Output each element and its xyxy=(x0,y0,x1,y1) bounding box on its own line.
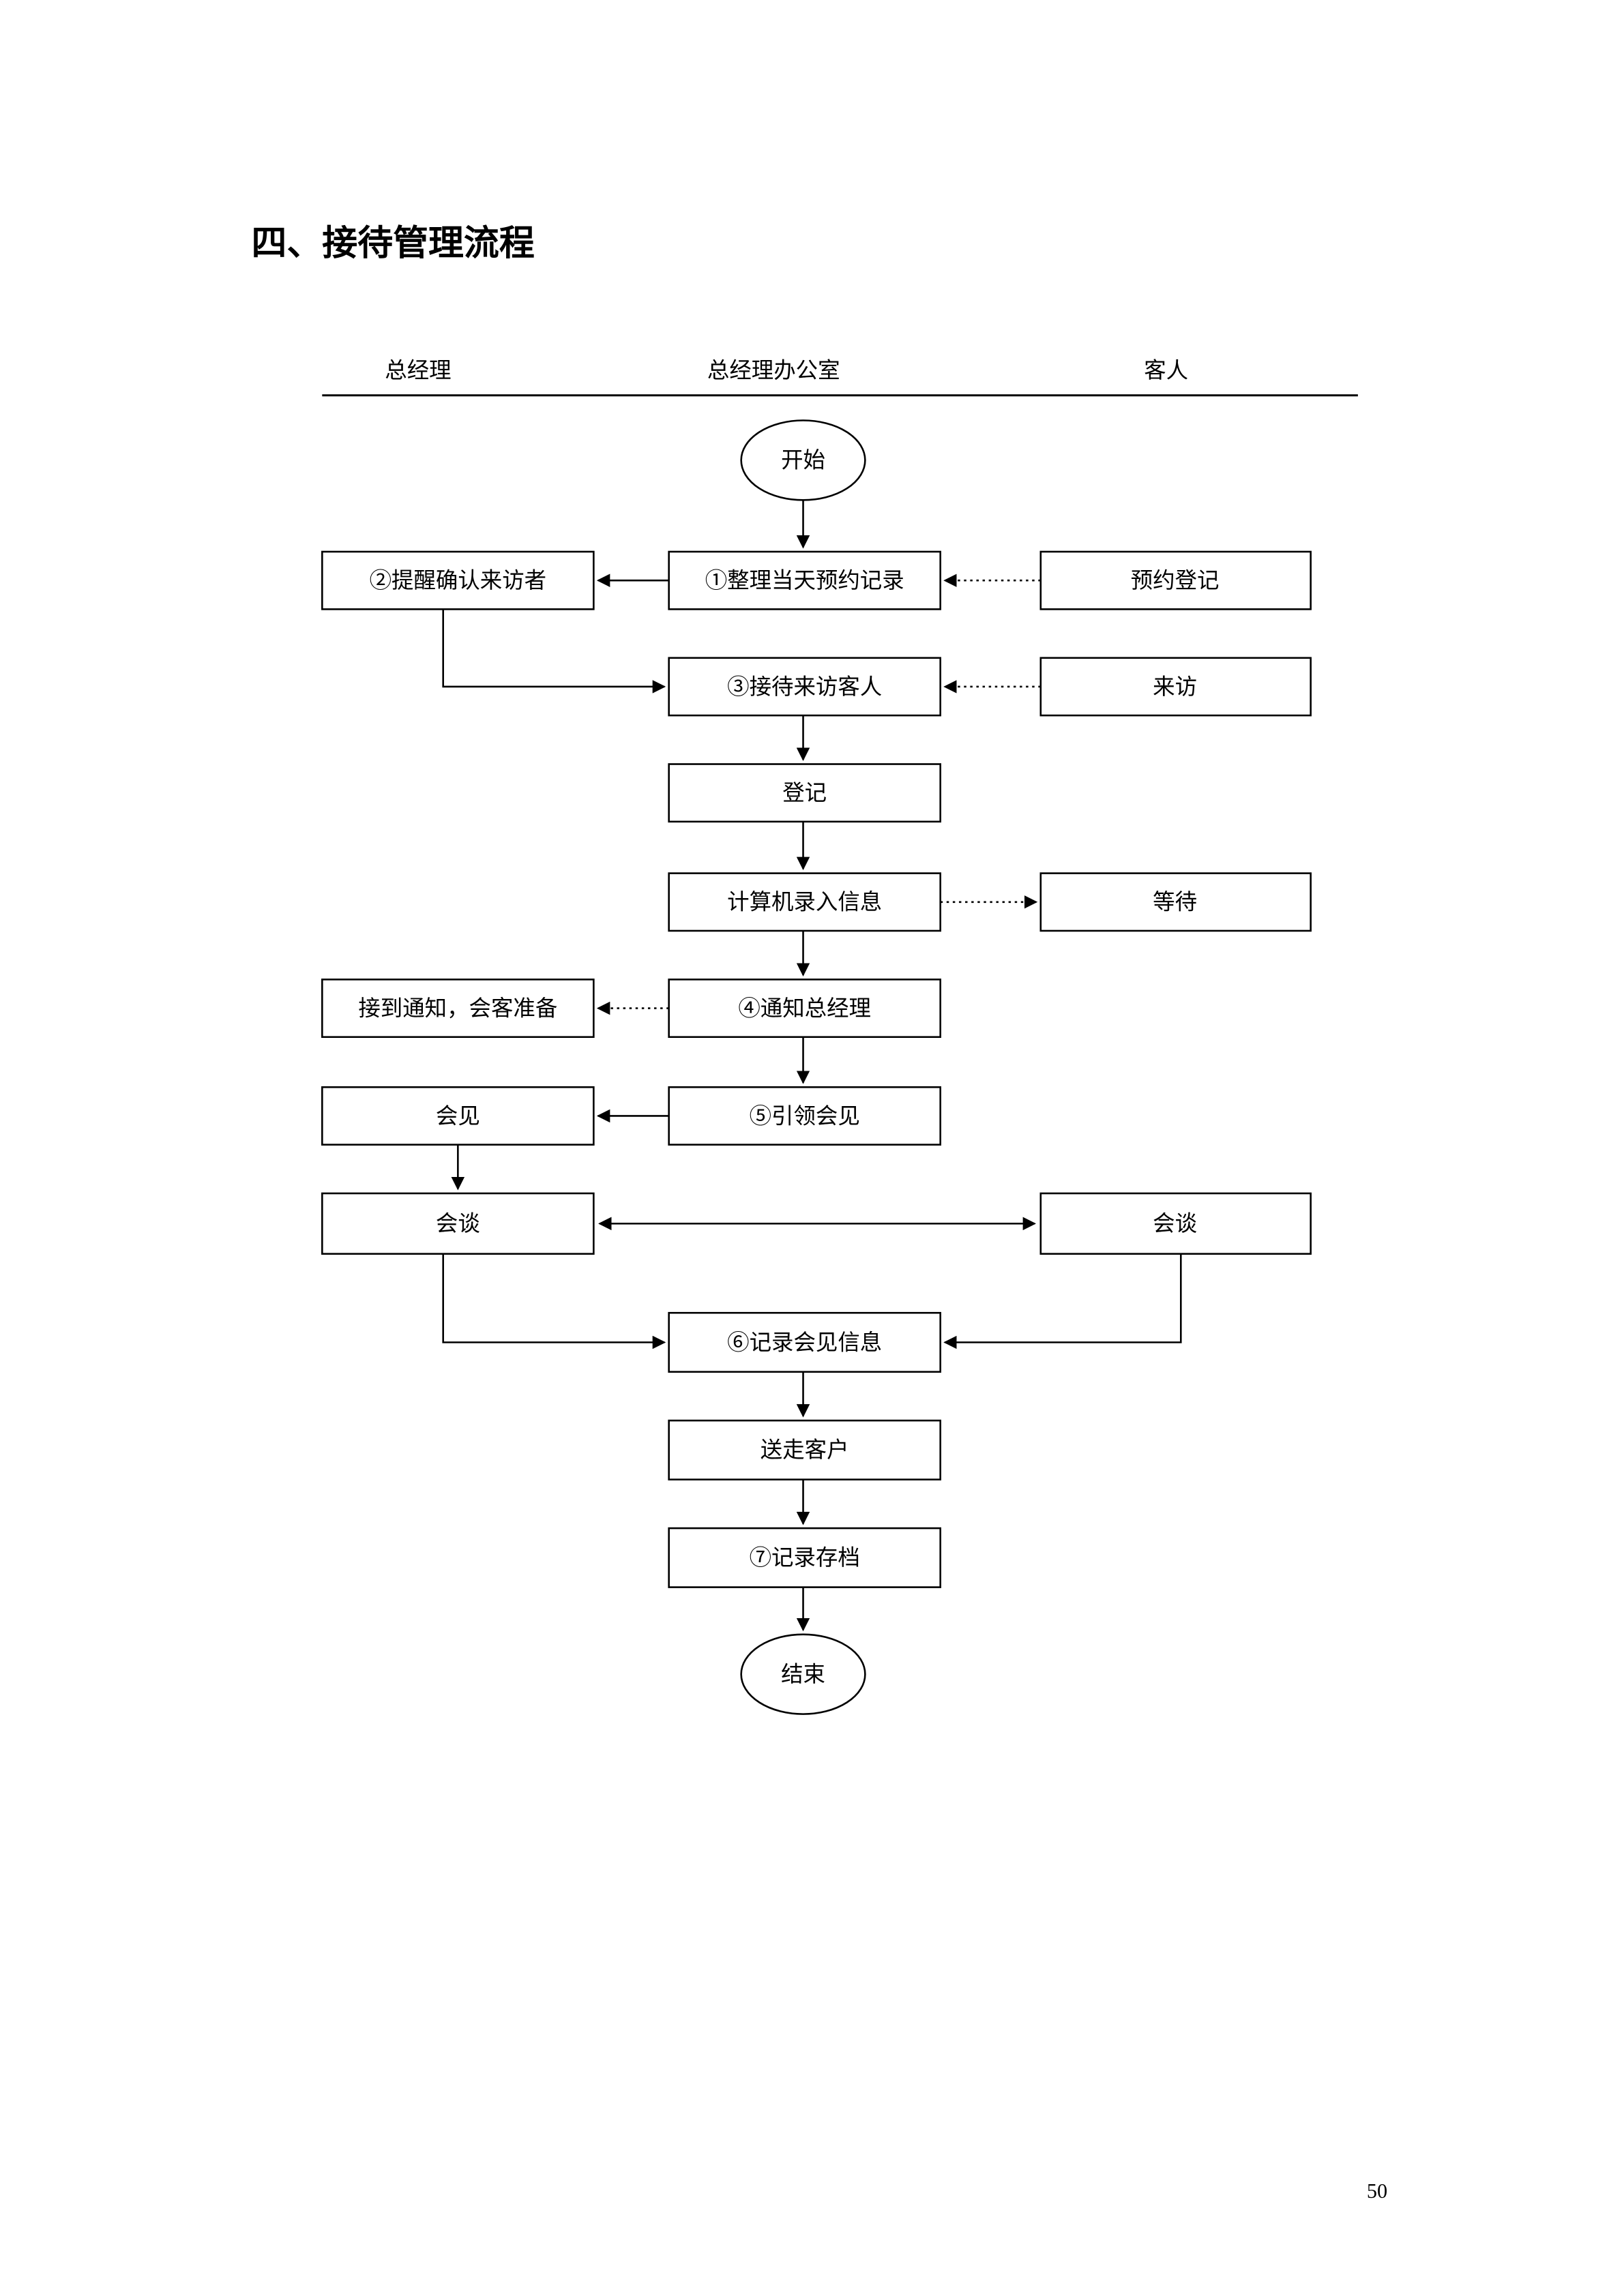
node-register-box xyxy=(668,763,941,823)
node-talk-left: 会谈 xyxy=(321,1192,595,1255)
node-appointment-register: 预约登记 xyxy=(1039,550,1312,610)
arrow-talkleft-to-record xyxy=(442,1253,666,1350)
node-record-meeting-box xyxy=(668,1311,941,1373)
node-computer-entry: 计算机录入信息 xyxy=(668,872,941,932)
node-prepare-meeting: 接到通知，会客准备 xyxy=(321,979,595,1039)
node-notify-gm: ④通知总经理 xyxy=(668,979,941,1039)
node-organize-records-label: ①整理当天预约记录 xyxy=(705,568,904,593)
node-organize-records: ①整理当天预约记录 xyxy=(668,550,941,610)
node-prepare-meeting-box xyxy=(321,979,595,1039)
node-send-off: 送走客户 xyxy=(668,1419,941,1480)
arrow-talkright-to-record xyxy=(943,1253,1182,1350)
node-remind-confirm-label: ②提醒确认来访者 xyxy=(370,568,547,593)
node-appointment-register-box xyxy=(1039,550,1312,610)
node-receive-visitor-box xyxy=(668,657,941,717)
node-remind-confirm-box xyxy=(321,550,595,610)
end-node: 结束 xyxy=(740,1633,866,1715)
node-meet: 会见 xyxy=(321,1086,595,1146)
node-appointment-register-label: 预约登记 xyxy=(1131,568,1220,593)
node-archive-label: ⑦记录存档 xyxy=(750,1545,860,1570)
node-wait-box xyxy=(1039,872,1312,932)
start-node: 开始 xyxy=(740,419,866,501)
node-lead-meeting-box xyxy=(668,1086,941,1146)
node-send-off-label: 送走客户 xyxy=(761,1437,849,1463)
node-meet-box xyxy=(321,1086,595,1146)
node-notify-gm-box xyxy=(668,979,941,1039)
lane-header-guest: 客人 xyxy=(1144,358,1188,383)
lane-header-office: 总经理办公室 xyxy=(707,358,840,383)
node-prepare-meeting-label: 接到通知，会客准备 xyxy=(358,996,557,1021)
node-wait: 等待 xyxy=(1039,872,1312,932)
node-register-label: 登记 xyxy=(782,781,827,806)
node-send-off-box xyxy=(668,1419,941,1480)
node-record-meeting: ⑥记录会见信息 xyxy=(668,1311,941,1373)
node-lead-meeting-label: ⑤引领会见 xyxy=(750,1103,860,1129)
node-lead-meeting: ⑤引领会见 xyxy=(668,1086,941,1146)
page-number: 50 xyxy=(1367,2179,1387,2203)
node-visit-label: 来访 xyxy=(1153,674,1197,700)
lane-header-manager: 总经理 xyxy=(385,358,451,383)
node-talk-left-label: 会谈 xyxy=(436,1211,480,1236)
node-visit: 来访 xyxy=(1039,657,1312,717)
end-node-label: 结束 xyxy=(781,1662,825,1687)
node-receive-visitor: ③接待来访客人 xyxy=(668,657,941,717)
end-node-shape xyxy=(740,1633,866,1715)
node-archive: ⑦记录存档 xyxy=(668,1527,941,1588)
node-wait-label: 等待 xyxy=(1153,890,1197,915)
node-talk-left-box xyxy=(321,1192,595,1255)
node-remind-confirm: ②提醒确认来访者 xyxy=(321,550,595,610)
node-notify-gm-label: ④通知总经理 xyxy=(738,996,871,1021)
node-organize-records-box xyxy=(668,550,941,610)
node-talk-right: 会谈 xyxy=(1039,1192,1312,1255)
start-node-label: 开始 xyxy=(781,448,825,473)
node-archive-box xyxy=(668,1527,941,1588)
node-record-meeting-label: ⑥记录会见信息 xyxy=(727,1330,882,1355)
arrow-remind-to-receive xyxy=(442,609,666,694)
node-register: 登记 xyxy=(668,763,941,823)
node-talk-right-label: 会谈 xyxy=(1153,1211,1197,1236)
node-computer-entry-label: 计算机录入信息 xyxy=(727,890,882,915)
page-title: 四、接待管理流程 xyxy=(251,224,534,263)
node-meet-label: 会见 xyxy=(436,1103,480,1129)
node-talk-right-box xyxy=(1039,1192,1312,1255)
node-receive-visitor-label: ③接待来访客人 xyxy=(727,674,882,700)
